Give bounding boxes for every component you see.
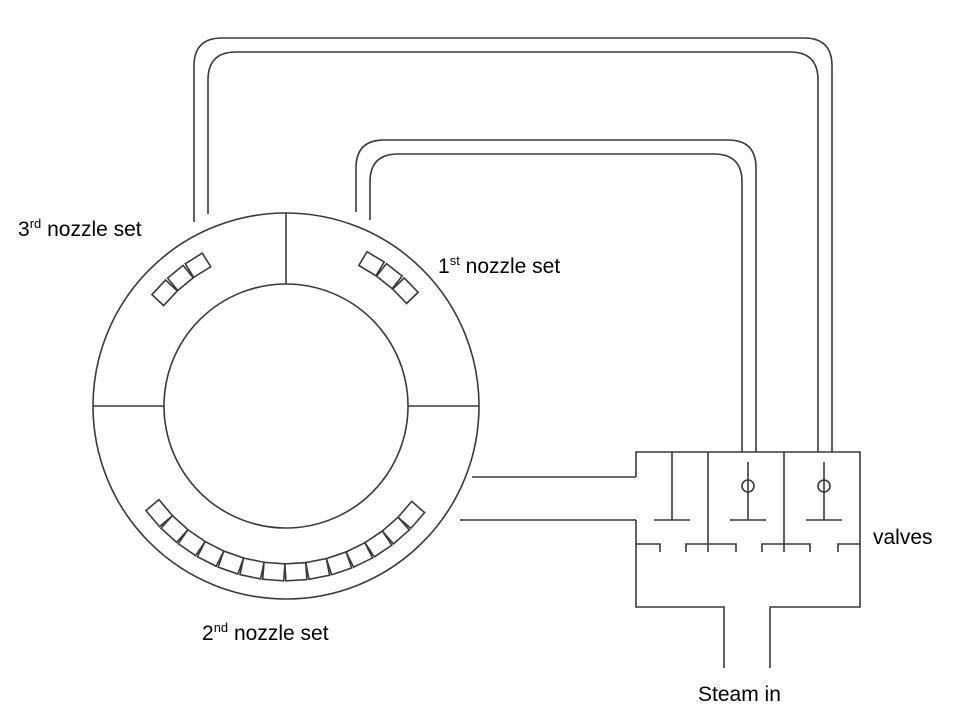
third-nozzle-set-number: 3 bbox=[18, 218, 30, 241]
pipe-first-nozzle-set bbox=[355, 139, 757, 452]
nozzle-block bbox=[184, 252, 212, 279]
third-nozzle-set-text: nozzle set bbox=[41, 218, 142, 241]
first-nozzle-set-text: nozzle set bbox=[459, 255, 561, 278]
nozzle-block bbox=[196, 540, 225, 568]
steam-in-label: Steam in bbox=[698, 683, 781, 706]
nozzle-ring bbox=[92, 212, 480, 600]
second-nozzle-set-number: 2 bbox=[202, 622, 214, 645]
nozzle-block bbox=[177, 528, 207, 557]
valve-third-set bbox=[806, 462, 842, 521]
nozzle-block bbox=[345, 541, 374, 569]
nozzle-block bbox=[159, 514, 190, 544]
nozzle-block bbox=[261, 561, 286, 582]
third-nozzle-set-blocks bbox=[150, 252, 212, 307]
valve-chest-outline bbox=[635, 451, 861, 668]
nozzle-block bbox=[284, 561, 308, 582]
third-nozzle-set-suffix: rd bbox=[29, 216, 42, 231]
first-nozzle-set-label: 1st nozzle set bbox=[438, 253, 561, 278]
nozzle-block bbox=[325, 550, 353, 576]
valves-label: valves bbox=[873, 526, 933, 549]
nozzle-block bbox=[304, 557, 331, 581]
nozzle-block bbox=[363, 529, 393, 558]
valve-chest bbox=[635, 451, 861, 668]
pipe-second-nozzle-set bbox=[460, 476, 636, 521]
valve-seats bbox=[636, 543, 860, 552]
first-nozzle-set-blocks bbox=[357, 250, 420, 305]
second-nozzle-set-label: 2nd nozzle set bbox=[202, 620, 329, 645]
nozzle-block bbox=[375, 262, 404, 290]
second-nozzle-set-text: nozzle set bbox=[228, 622, 329, 645]
nozzle-block bbox=[396, 500, 426, 530]
nozzle-block bbox=[166, 264, 195, 292]
nozzle-block bbox=[357, 250, 386, 277]
valve-first-set bbox=[730, 462, 766, 521]
nozzle-block bbox=[144, 498, 174, 528]
second-nozzle-set-blocks bbox=[144, 498, 426, 582]
second-nozzle-set-suffix: nd bbox=[213, 620, 229, 635]
pipe-third-nozzle-set bbox=[193, 37, 833, 452]
nozzle-block bbox=[239, 557, 266, 580]
nozzle-block bbox=[217, 550, 245, 576]
first-nozzle-set-number: 1 bbox=[438, 255, 450, 278]
nozzle-block bbox=[150, 278, 179, 307]
third-nozzle-set-label: 3rd nozzle set bbox=[18, 216, 142, 241]
first-nozzle-set-suffix: st bbox=[449, 253, 460, 268]
nozzle-block bbox=[391, 276, 420, 305]
nozzle-block bbox=[381, 516, 411, 545]
valve-second-set bbox=[654, 452, 690, 521]
